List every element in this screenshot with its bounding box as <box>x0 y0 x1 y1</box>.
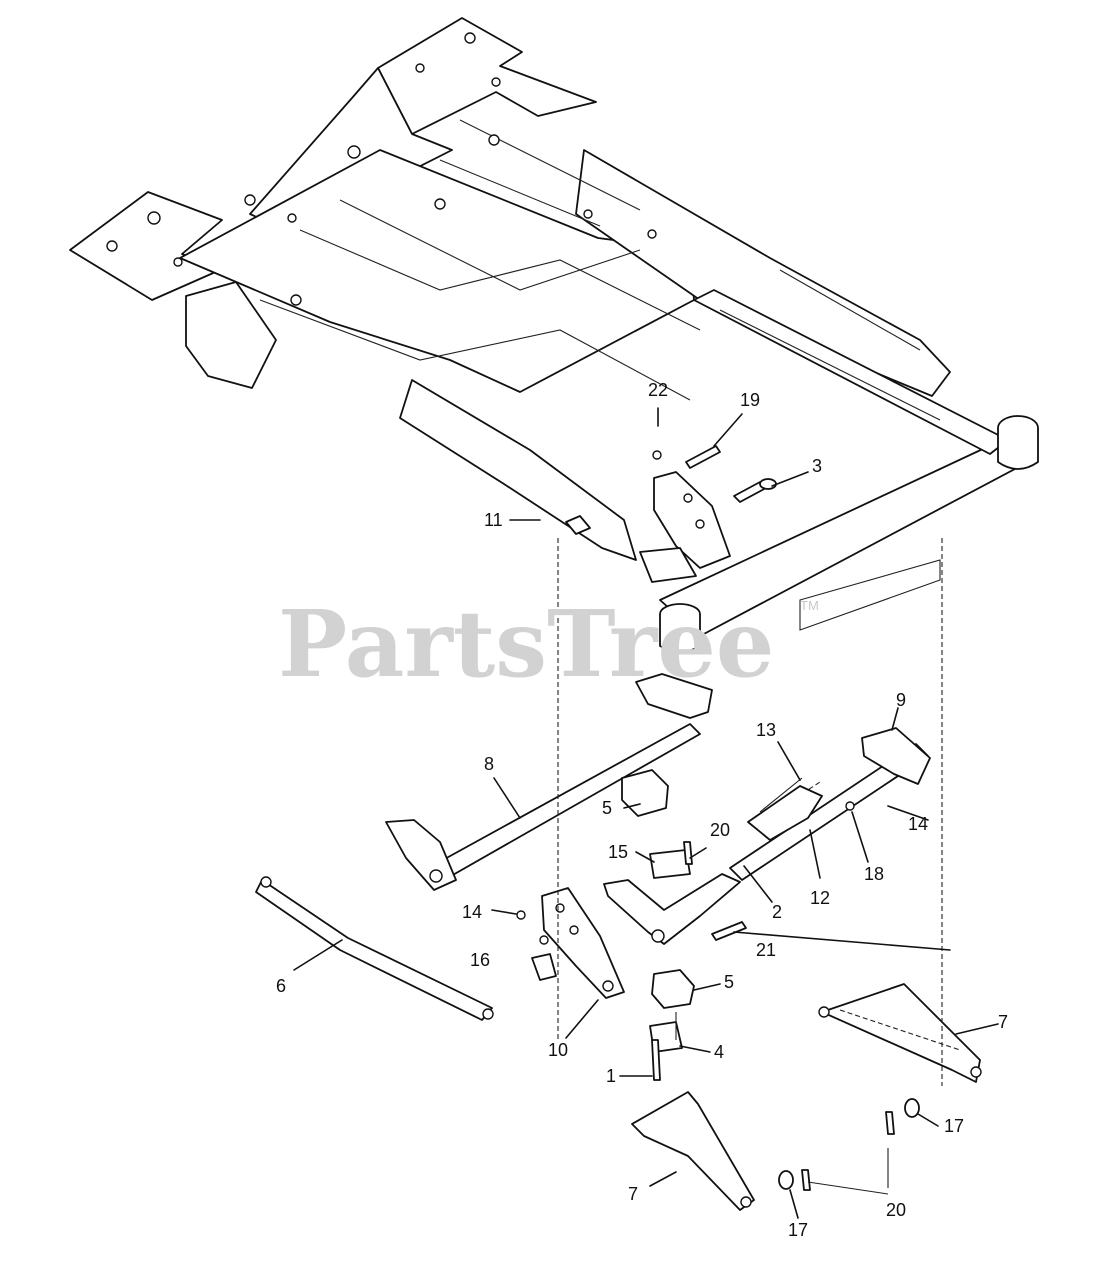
callout-20-lower: 20 <box>886 1200 906 1220</box>
callout-14-right: 14 <box>908 814 928 834</box>
callout-3: 3 <box>812 456 822 476</box>
callout-13: 13 <box>756 720 776 740</box>
guide-lines <box>557 538 943 1195</box>
callout-21: 21 <box>756 940 776 960</box>
bracket-assembly <box>565 445 777 583</box>
watermark-tm: TM <box>800 598 819 613</box>
callout-20-upper: 20 <box>710 820 730 840</box>
linkage-parts <box>255 673 982 1211</box>
frame-assembly <box>69 17 1039 653</box>
callout-15: 15 <box>608 842 628 862</box>
callout-5-upper: 5 <box>602 798 612 818</box>
callout-17-right: 17 <box>944 1116 964 1136</box>
callout-10: 10 <box>548 1040 568 1060</box>
callout-18: 18 <box>864 864 884 884</box>
callout-11: 11 <box>484 510 503 530</box>
partstree-watermark: PartsTree TM <box>278 590 819 698</box>
callout-9: 9 <box>896 690 906 710</box>
callout-labels: 22 19 3 11 13 9 8 14 5 20 15 18 12 2 14 … <box>276 380 1008 1240</box>
callout-14-left: 14 <box>462 902 482 922</box>
callout-17-left: 17 <box>788 1220 808 1240</box>
callout-7-right: 7 <box>998 1012 1008 1032</box>
callout-2: 2 <box>772 902 782 922</box>
callout-16: 16 <box>470 950 490 970</box>
callout-4: 4 <box>714 1042 724 1062</box>
callout-5-lower: 5 <box>724 972 734 992</box>
callout-19: 19 <box>740 390 760 410</box>
callout-6: 6 <box>276 976 286 996</box>
callout-7-left: 7 <box>628 1184 638 1204</box>
callout-22: 22 <box>648 380 668 400</box>
callout-8: 8 <box>484 754 494 774</box>
callout-1: 1 <box>606 1066 616 1086</box>
callout-12: 12 <box>810 888 830 908</box>
watermark-text: PartsTree <box>278 590 774 698</box>
leader-lines <box>293 407 999 1219</box>
